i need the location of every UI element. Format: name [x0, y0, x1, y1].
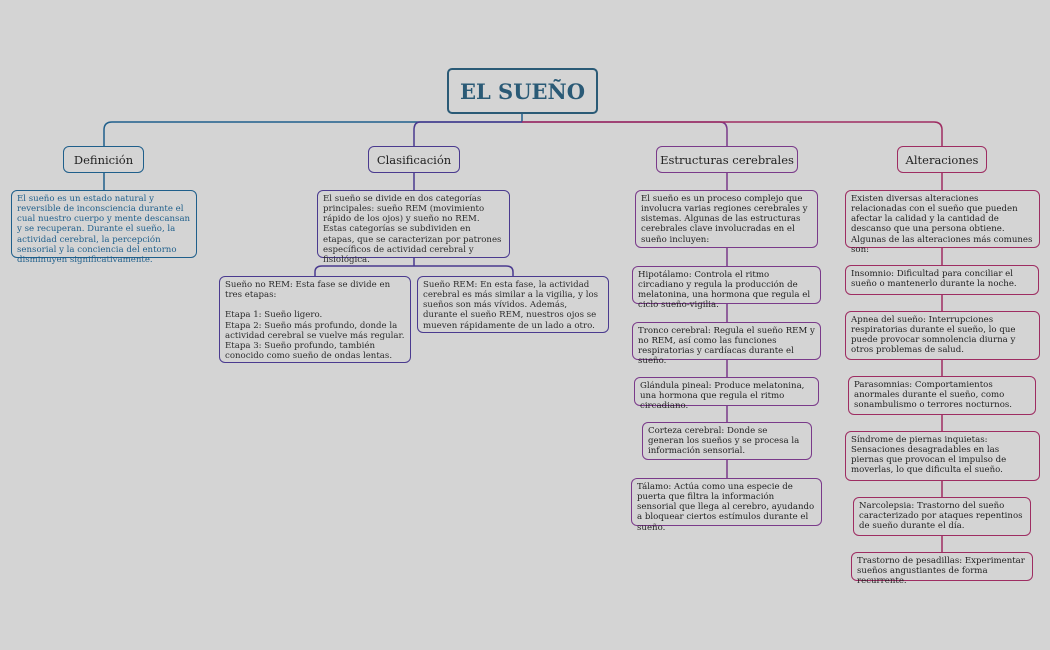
- branch-estructuras[interactable]: Estructuras cerebrales: [656, 146, 798, 173]
- link-alteraciones: [522, 121, 943, 146]
- insomnio-text[interactable]: Insomnio: Dificultad para conciliar el s…: [845, 265, 1039, 295]
- sueno-no-rem-text[interactable]: Sueño no REM: Esta fase se divide en tre…: [219, 276, 411, 363]
- hipotalamo-text[interactable]: Hipotálamo: Controla el ritmo circadiano…: [632, 266, 821, 310]
- link-definicion: [103, 114, 523, 146]
- estructuras-text[interactable]: El sueño es un proceso complejo que invo…: [635, 190, 818, 248]
- glandula-pineal-text[interactable]: Glándula pineal: Produce melatonina, una…: [634, 377, 819, 411]
- branch-definicion[interactable]: Definición: [63, 146, 144, 173]
- tronco-cerebral-text[interactable]: Tronco cerebral: Regula el sueño REM y n…: [632, 322, 821, 366]
- branch-clasificacion[interactable]: Clasificación: [368, 146, 460, 173]
- talamo-text[interactable]: Tálamo: Actúa como una especie de puerta…: [631, 478, 822, 533]
- root-title[interactable]: EL SUEÑO: [447, 68, 598, 114]
- pesadillas-text[interactable]: Trastorno de pesadillas: Experimentar su…: [851, 552, 1033, 586]
- sueno-rem-text[interactable]: Sueño REM: En esta fase, la actividad ce…: [417, 276, 609, 333]
- piernas-inquietas-text[interactable]: Síndrome de piernas inquietas: Sensacion…: [845, 431, 1040, 481]
- alteraciones-text[interactable]: Existen diversas alteraciones relacionad…: [845, 190, 1040, 255]
- link-clasificacion-sub: [314, 258, 514, 276]
- narcolepsia-text[interactable]: Narcolepsia: Trastorno del sueño caracte…: [853, 497, 1031, 536]
- link-estructuras: [522, 121, 728, 146]
- parasomnias-text[interactable]: Parasomnias: Comportamientos anormales d…: [848, 376, 1036, 415]
- link-clasificacion: [413, 121, 522, 146]
- definicion-text[interactable]: El sueño es un estado natural y reversib…: [11, 190, 197, 265]
- corteza-cerebral-text[interactable]: Corteza cerebral: Donde se generan los s…: [642, 422, 812, 460]
- apnea-text[interactable]: Apnea del sueño: Interrupciones respirat…: [845, 311, 1040, 360]
- branch-alteraciones[interactable]: Alteraciones: [897, 146, 987, 173]
- clasificacion-text[interactable]: El sueño se divide en dos categorías pri…: [317, 190, 510, 265]
